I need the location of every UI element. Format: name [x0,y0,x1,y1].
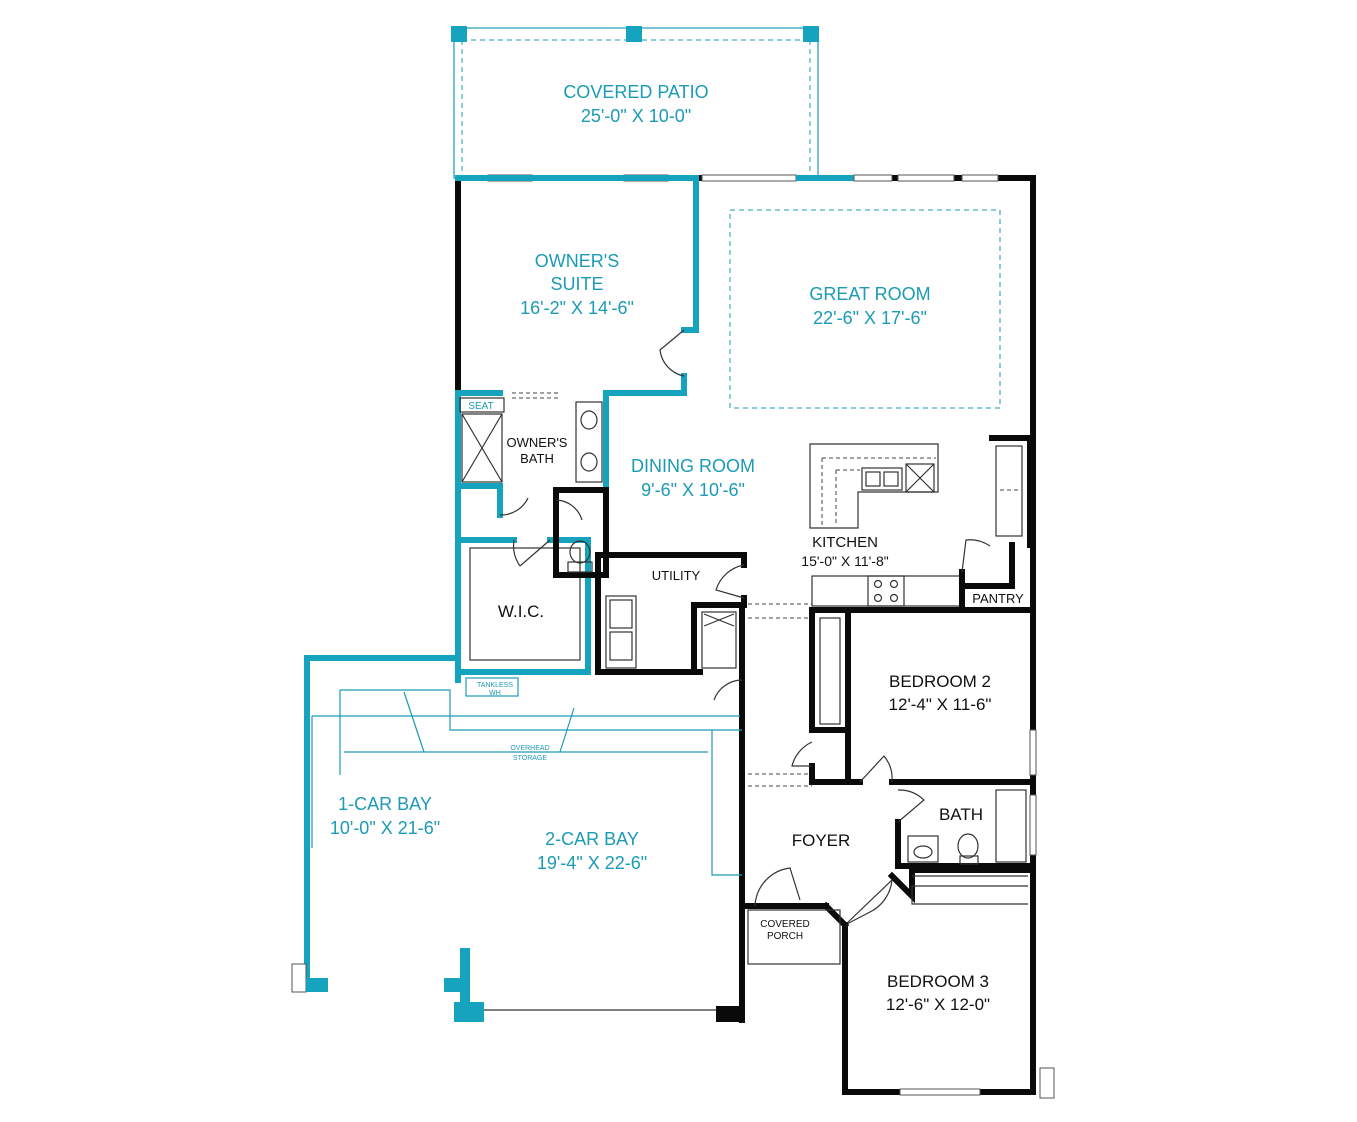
owners-wc [553,487,609,578]
pantry-walls [959,539,1015,613]
bedroom2-name: BEDROOM 2 [889,672,991,691]
kitchen-fixtures [809,435,1033,607]
owners-bath-name-1: OWNER'S [507,435,568,450]
bedroom3-walls [821,867,1036,930]
utility-label: UTILITY [652,568,701,583]
covered-porch-label-1: COVERED [760,919,809,930]
foyer-porch [739,867,841,965]
bath-label: BATH [939,805,983,824]
owners-suite-name-2: SUITE [550,274,603,294]
dining-room-size: 9'-6" X 10'-6" [641,480,745,500]
car-bay-1-size: 10'-0" X 21-6" [330,818,440,838]
bedroom3-name: BEDROOM 3 [887,972,989,991]
covered-porch-label-2: PORCH [767,931,803,942]
car-bay-1-name: 1-CAR BAY [338,794,432,814]
owners-suite-size: 16'-2" X 14'-6" [520,298,634,318]
wic-label: W.I.C. [498,602,544,621]
car-bay-2-size: 19'-4" X 22-6" [537,853,647,873]
owners-bath-fixtures [459,397,603,516]
bedroom3-size: 12'-6" X 12-0" [886,995,990,1014]
seat-label: SEAT [468,401,493,412]
tankless-label-1: TANKLESS [477,682,513,689]
bath-walls [895,789,1036,869]
car-bay-2-name: 2-CAR BAY [545,829,639,849]
great-room-name: GREAT ROOM [809,284,930,304]
wic-walls [455,537,591,675]
owners-bath-name-2: BATH [520,451,554,466]
owners-suite-name-1: OWNER'S [535,251,619,271]
great-room-size: 22'-6" X 17'-6" [813,308,927,328]
tankless-label-2: WH [489,690,501,697]
bedroom2-walls [791,607,1036,785]
dining-room-name: DINING ROOM [631,456,755,476]
covered-patio-size: 25'-0" X 10-0" [581,106,691,126]
garage-walls [291,655,742,1022]
kitchen-size: 15'-0" X 11'-8" [801,553,888,569]
covered-patio-structure [451,26,819,179]
overhead-storage-label-1: OVERHEAD [510,745,549,752]
pantry-label: PANTRY [972,591,1024,606]
hallway-lines [748,603,812,787]
foyer-label: FOYER [792,831,851,850]
great-room-area [729,209,1001,409]
bedroom2-size: 12'-4" X 11-6" [889,695,992,714]
overhead-storage-label-2: STORAGE [513,755,547,762]
owners-suite-walls [455,175,699,683]
utility-walls [595,552,747,701]
kitchen-name: KITCHEN [812,534,878,551]
covered-patio-name: COVERED PATIO [563,82,708,102]
